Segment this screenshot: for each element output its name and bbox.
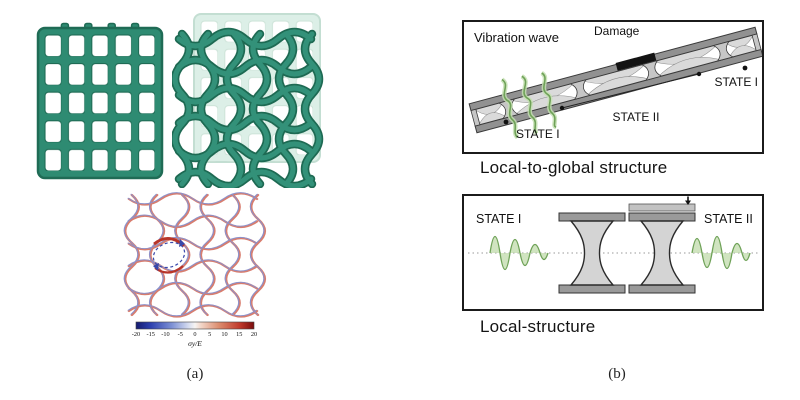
state2-label: STATE II (704, 212, 753, 226)
state2-extent-line (561, 73, 700, 109)
subfigure-a-label: (a) (186, 366, 204, 382)
local-to-global-drawing: Vibration wave Damage STATE I STATE II S… (468, 24, 762, 141)
colorbar-tick: 10 (221, 331, 227, 338)
vibration-wave-icon (691, 235, 751, 270)
buckled-lattice-image (172, 13, 326, 188)
stress-contour-plot: -20 -15 -10 -5 0 5 10 15 20 σy/E (123, 192, 267, 348)
colorbar-tick: 5 (208, 331, 211, 338)
state-marker-dot (559, 105, 565, 111)
deformed-mesh-stress (123, 192, 267, 318)
vibration-wave-icon (489, 235, 549, 271)
state-marker-dot (742, 65, 748, 71)
subfigure-b: Vibration wave Damage STATE I STATE II S… (458, 4, 776, 396)
colorbar-tick: -20 (132, 331, 140, 338)
damage-label: Damage (594, 24, 640, 38)
hourglass-state1 (558, 212, 626, 294)
colorbar-axis-label: σy/E (188, 339, 202, 348)
colorbar-tick: 20 (251, 331, 257, 338)
local-to-global-diagram: Vibration wave Damage STATE I STATE II S… (462, 20, 764, 154)
undeformed-lattice-image (36, 22, 164, 180)
subfigure-b-label: (b) (608, 366, 626, 382)
state2-label: STATE II (613, 110, 660, 124)
load-arrow-icon (685, 196, 691, 205)
vibration-wave-icon (500, 71, 558, 140)
state1-label: STATE I (476, 212, 521, 226)
damage-patch (615, 52, 657, 71)
beam-structure (468, 26, 762, 140)
rotation-arrowhead-icon (179, 239, 185, 247)
beam-end-cap (470, 108, 481, 127)
beam-end-cap (751, 33, 762, 52)
state1-right-label: STATE I (714, 75, 758, 89)
local-structure-diagram: STATE I STATE II (462, 194, 764, 311)
local-structure-caption: Local-structure (480, 317, 596, 336)
vibration-wave-label: Vibration wave (474, 30, 559, 45)
local-structure-drawing: STATE I STATE II (468, 196, 758, 294)
hourglass-connectors (497, 40, 735, 120)
colorbar: -20 -15 -10 -5 0 5 10 15 20 σy/E (132, 321, 257, 348)
beam-bottom-flange (474, 48, 762, 134)
colorbar-tick: -10 (161, 331, 169, 338)
colorbar-tick: -5 (178, 331, 183, 338)
colorbar-tick: 0 (193, 331, 196, 338)
load-plate (628, 203, 696, 212)
square-lattice (36, 22, 164, 180)
local-to-global-caption: Local-to-global structure (480, 158, 668, 177)
stress-highlight-cell (152, 237, 186, 274)
state1-left-label: STATE I (516, 127, 560, 141)
colorbar-tick: 15 (236, 331, 242, 338)
hourglass-state2 (628, 196, 696, 294)
colorbar-tick: -15 (147, 331, 155, 338)
rotation-arrowhead-icon (153, 263, 159, 271)
state-marker-dot (696, 71, 702, 77)
beam-top-flange (468, 26, 758, 112)
subfigure-a: -20 -15 -10 -5 0 5 10 15 20 σy/E (a) (28, 4, 362, 396)
state-marker-dot (503, 119, 509, 125)
